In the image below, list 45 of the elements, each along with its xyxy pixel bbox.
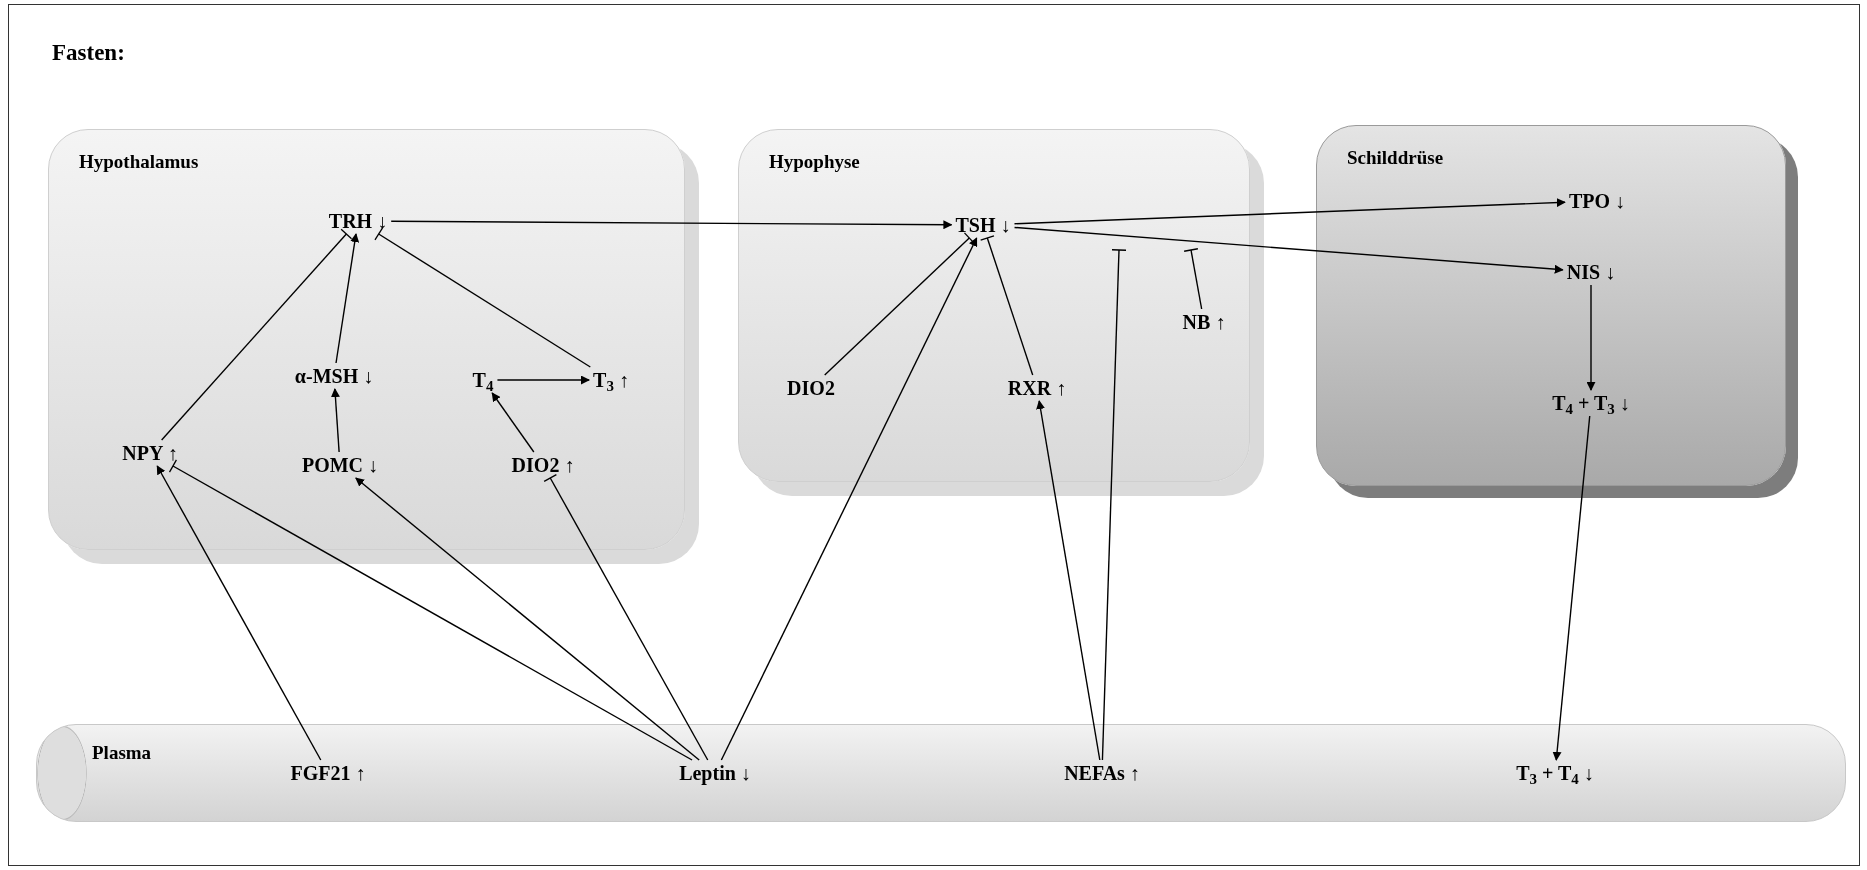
arrow	[1552, 415, 1591, 761]
label-text: DIO2 ↑	[511, 455, 575, 475]
label-text: T$_{3}$ + T$_{4}$ ↓	[1516, 763, 1594, 783]
plasma-cylinder	[36, 724, 1846, 822]
label-text: NB ↑	[1182, 312, 1226, 332]
arrow	[330, 388, 340, 453]
label-text: TPO ↓	[1568, 191, 1626, 211]
inhibition-line	[980, 235, 1034, 376]
inhibition-line	[824, 232, 975, 376]
arrow	[1036, 400, 1101, 761]
label-text: NPY ↑	[122, 443, 178, 463]
panel-heading: Schilddrüse	[1347, 146, 1444, 170]
panel-heading: Plasma	[92, 741, 152, 765]
arrow	[1013, 226, 1564, 274]
arrow	[156, 465, 322, 761]
label-text: TSH ↓	[955, 215, 1011, 235]
label-text: T$_{4}$	[472, 370, 494, 390]
label-text: NEFAs ↑	[1064, 763, 1140, 783]
panel-heading: Hypothalamus	[79, 150, 199, 174]
inhibition-line	[1183, 248, 1203, 310]
diagram-title: Fasten:	[52, 39, 125, 67]
label-text: TRH ↓	[328, 211, 388, 231]
inhibition-line	[168, 459, 693, 761]
label-text: T$_{4}$ + T$_{3}$ ↓	[1552, 393, 1630, 413]
arrow	[1013, 198, 1566, 225]
inhibition-line	[1101, 249, 1127, 761]
inhibition-line	[160, 228, 353, 441]
arrow	[491, 392, 535, 453]
label-text: RXR ↑	[1007, 378, 1067, 398]
arrow	[496, 375, 590, 385]
label-text: α-MSH ↓	[294, 366, 374, 386]
inhibition-line	[543, 473, 709, 761]
arrow	[390, 220, 953, 230]
inhibition-line	[374, 227, 591, 368]
label-text: FGF21 ↑	[290, 763, 366, 783]
label-text: POMC ↓	[301, 455, 379, 475]
label-text: DIO2	[787, 378, 835, 398]
label-text: Leptin ↓	[679, 763, 751, 783]
arrow	[355, 477, 700, 761]
label-text: NIS ↓	[1566, 262, 1616, 282]
arrow	[720, 237, 978, 761]
panel-heading: Hypophyse	[769, 150, 860, 174]
label-text: T$_{3}$ ↑	[593, 370, 629, 390]
arrow	[1586, 284, 1596, 391]
arrow	[335, 233, 360, 364]
